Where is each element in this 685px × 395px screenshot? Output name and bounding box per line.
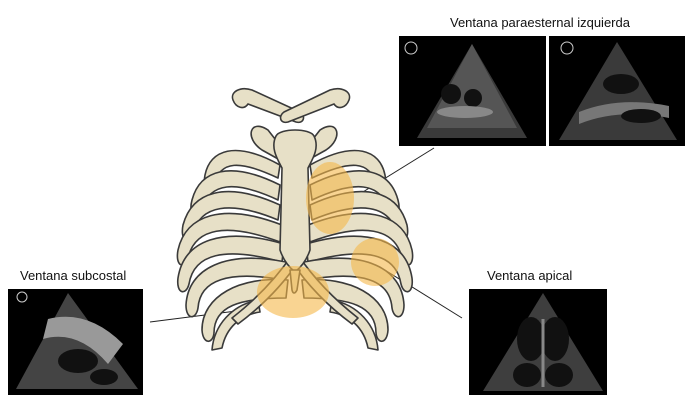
parasternal-long-axis-echo xyxy=(549,36,685,146)
subcostal-window-highlight xyxy=(257,266,329,318)
subcostal-echo xyxy=(8,289,143,395)
parasternal-window-highlight xyxy=(306,162,354,234)
apical-window-highlight xyxy=(351,238,399,286)
right-clavicle xyxy=(281,89,350,123)
apical-four-chamber-echo xyxy=(469,289,607,395)
parasternal-short-axis-echo xyxy=(399,36,546,146)
